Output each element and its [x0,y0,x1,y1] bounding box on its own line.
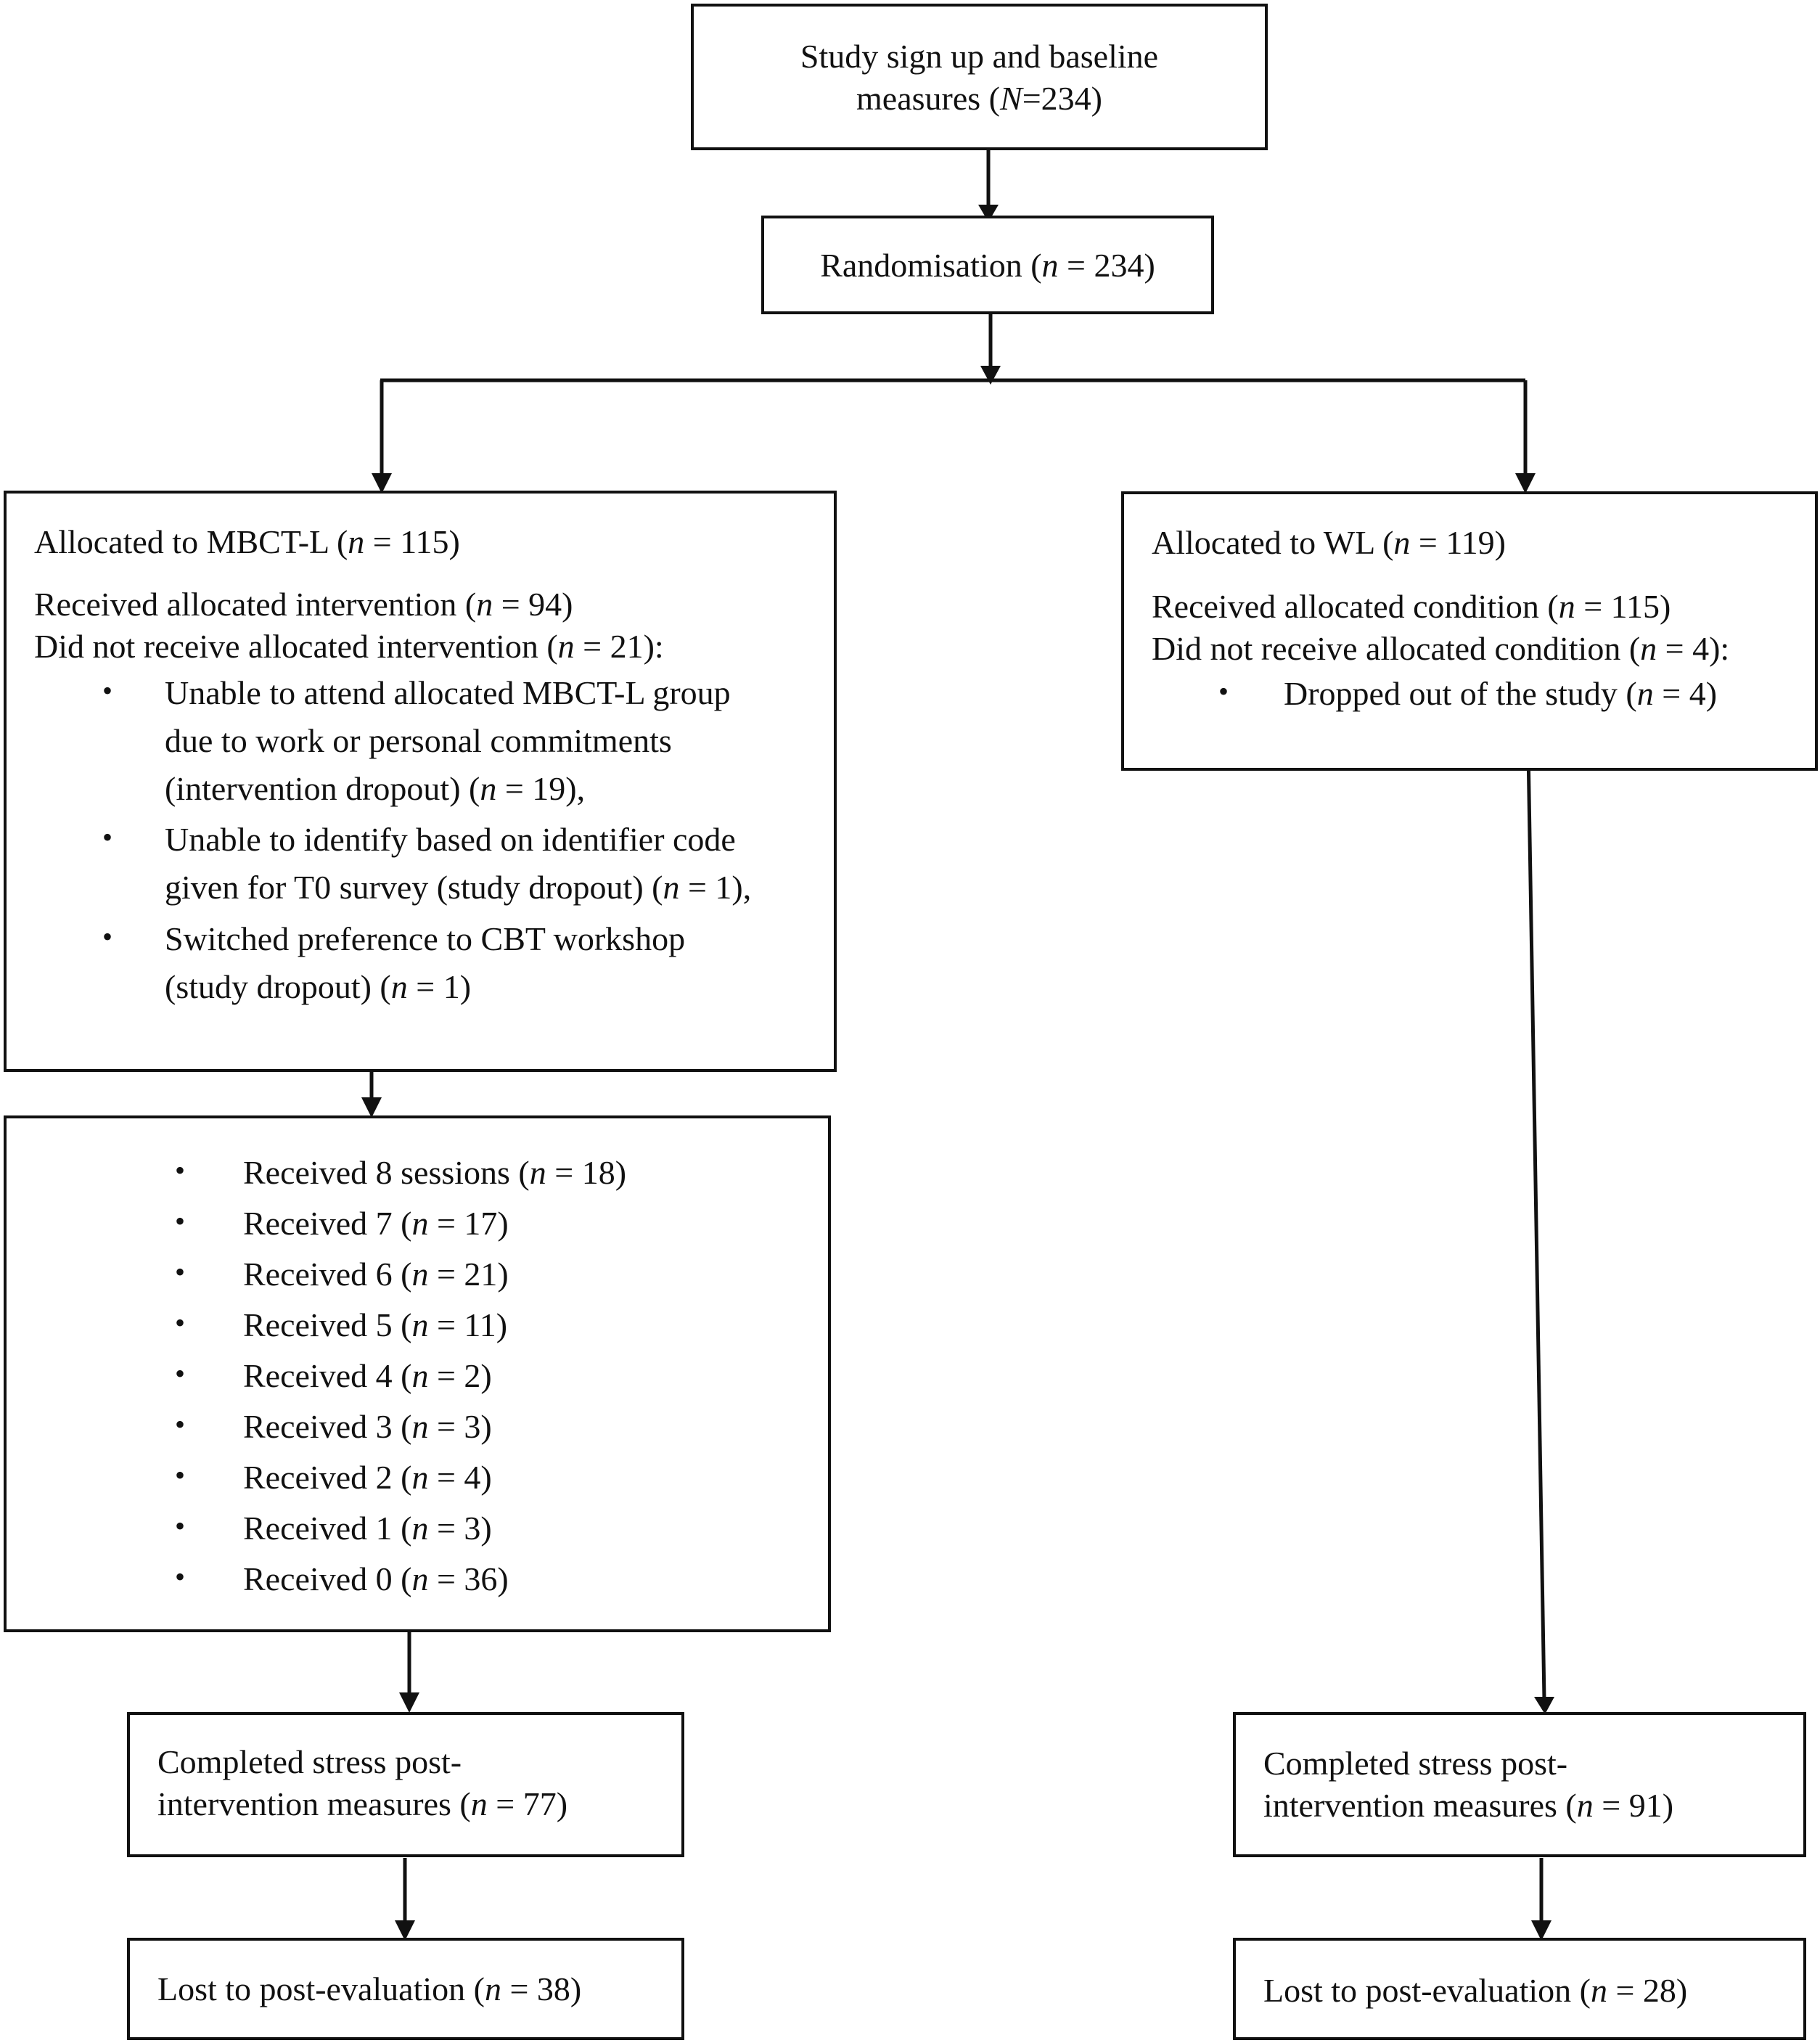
wl-bullet-1: Dropped out of the study (n = 4) [1284,675,1718,712]
left-lost-box: Lost to post-evaluation (n = 38) [127,1938,684,2040]
right-completed-line2: intervention measures (n = 91) [1263,1787,1674,1824]
arrowhead [978,205,999,222]
wl-received-label: Received allocated condition (n = 115) [1152,588,1671,625]
mbct-bullet-1: Unable to attend allocated MBCT-L group … [165,674,731,807]
bullet-icon: • [175,1459,186,1491]
right-lost-label: Lost to post-evaluation (n = 28) [1263,1972,1688,2009]
arrow-wl-to-completed [1526,750,1546,1700]
mbct-allocated-label: Allocated to MBCT-L (n = 115) [34,523,460,560]
session-count-item: Received 1 (n = 3) [243,1510,492,1547]
wl-not-received-label: Did not receive allocated condition (n =… [1152,630,1730,667]
randomisation-label: Randomisation (n = 234) [820,247,1155,284]
mbct-not-received-label: Did not receive allocated intervention (… [34,628,664,665]
mbct-bullet-3: Switched preference to CBT workshop (stu… [165,920,686,1005]
randomisation-box: Randomisation (n = 234) [761,216,1214,314]
bullet-icon: • [175,1408,186,1441]
session-count-item: Received 6 (n = 21) [243,1256,509,1293]
bullet-icon: • [175,1154,186,1187]
bullet-icon: • [175,1306,186,1339]
right-completed-box: Completed stress post- intervention meas… [1233,1712,1806,1857]
wl-allocation-box: Allocated to WL (n = 119) Received alloc… [1121,491,1818,771]
left-completed-box: Completed stress post- intervention meas… [127,1712,684,1857]
left-lost-label: Lost to post-evaluation (n = 38) [157,1970,582,2007]
bullet-icon: • [175,1256,186,1288]
bullet-icon: • [1218,675,1229,708]
study-signup-line1: Study sign up and baseline [800,38,1159,75]
session-count-item: Received 8 sessions (n = 18) [243,1154,627,1191]
wl-allocated-label: Allocated to WL (n = 119) [1152,524,1506,561]
bullet-icon: • [102,674,113,707]
right-lost-box: Lost to post-evaluation (n = 28) [1233,1938,1806,2040]
mbct-bullet-2: Unable to identify based on identifier c… [165,821,752,906]
study-signup-box: Study sign up and baseline measures (N=2… [691,4,1268,150]
left-completed-line1: Completed stress post- [157,1743,462,1780]
session-count-item: Received 4 (n = 2) [243,1357,492,1394]
sessions-box: • Received 8 sessions (n = 18) • Received 7… [4,1115,831,1632]
study-signup-line2: measures (N=234) [856,80,1102,117]
bullet-icon: • [102,920,113,953]
session-count-item: Received 7 (n = 17) [243,1205,509,1242]
bullet-icon: • [175,1560,186,1593]
session-count-item: Received 3 (n = 3) [243,1408,492,1445]
mbct-allocation-box: Allocated to MBCT-L (n = 115) Received a… [4,491,837,1072]
left-completed-line2: intervention measures (n = 77) [157,1785,568,1822]
bullet-icon: • [175,1357,186,1390]
bullet-icon: • [175,1205,186,1237]
right-completed-line1: Completed stress post- [1263,1745,1568,1782]
bullet-icon: • [102,821,113,853]
bullet-icon: • [175,1510,186,1542]
session-count-item: Received 5 (n = 11) [243,1306,508,1343]
session-count-item: Received 0 (n = 36) [243,1560,509,1597]
session-count-item: Received 2 (n = 4) [243,1459,492,1496]
mbct-received-label: Received allocated intervention (n = 94) [34,586,573,623]
